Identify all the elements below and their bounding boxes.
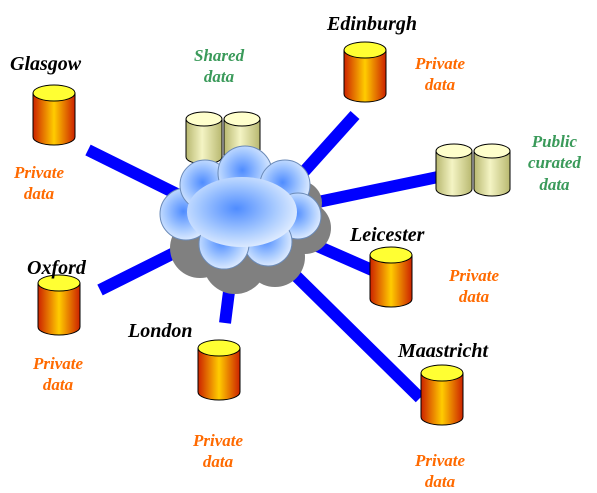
cloud-icon [159, 145, 331, 294]
shared-data-line2: data [203, 67, 235, 87]
leicester-db-icon [369, 246, 413, 308]
private-data-line2: data [42, 375, 74, 395]
public-data-line2: curated [528, 153, 581, 173]
glasgow-db-icon [32, 84, 76, 146]
shared-data-line1: Shared [194, 46, 245, 65]
site-label-glasgow: Glasgow [10, 53, 82, 75]
edinburgh-db-icon [343, 41, 387, 103]
private-data-label-glasgow: Private data [14, 162, 64, 205]
maastricht-db-icon [420, 364, 464, 426]
private-data-label-leicester: Private data [449, 265, 499, 308]
private-data-label-maastricht: Private data [415, 450, 465, 493]
site-label-edinburgh: Edinburgh [327, 13, 418, 35]
network-links [85, 110, 440, 403]
private-data-line2: data [23, 184, 55, 204]
site-label-london: London [128, 320, 193, 342]
site-label-oxford: Oxford [27, 257, 86, 279]
private-data-label-london: Private data [193, 430, 243, 473]
london-db-icon [197, 339, 241, 401]
public-twin-cylinder-database-icon [435, 143, 511, 197]
private-data-line2: data [424, 472, 456, 492]
private-data-line1: Private [33, 354, 84, 373]
private-data-label-edinburgh: Private data [415, 53, 465, 96]
public-data-line3: data [539, 174, 570, 194]
site-label-leicester: Leicester [350, 224, 425, 246]
link-public [316, 171, 440, 208]
private-data-label-oxford: Private data [33, 353, 83, 396]
private-data-line1: Private [415, 451, 466, 470]
public-curated-data-label: Public curated data [528, 131, 581, 195]
private-data-line1: Private [14, 163, 65, 182]
link-glasgow [85, 144, 188, 204]
site-label-maastricht: Maastricht [398, 340, 489, 362]
private-data-line2: data [424, 75, 456, 95]
link-maastricht [290, 270, 425, 403]
oxford-db-icon [37, 274, 81, 336]
private-data-line2: data [458, 287, 490, 307]
private-data-line1: Private [193, 431, 244, 450]
private-data-line1: Private [415, 54, 466, 73]
public-data-line1: Public [531, 132, 578, 151]
shared-data-label: Shared data [194, 45, 244, 88]
private-data-line1: Private [449, 266, 500, 285]
link-leicester [312, 239, 375, 276]
private-data-line2: data [202, 452, 234, 472]
